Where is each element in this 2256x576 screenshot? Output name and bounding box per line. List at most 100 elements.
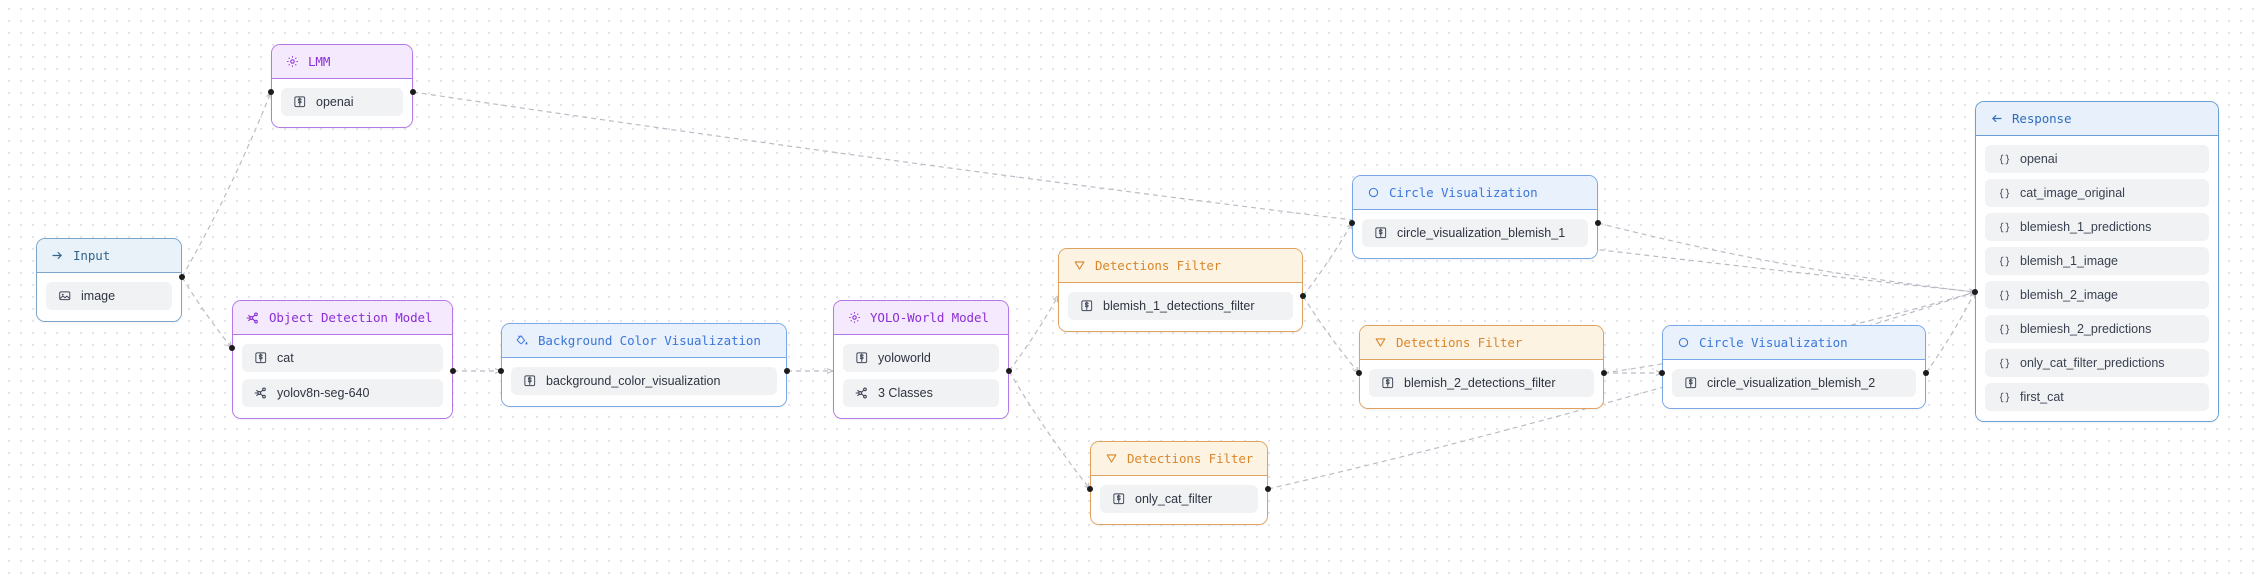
port-onlycat-out[interactable] — [1265, 486, 1271, 492]
node-field[interactable]: circle_visualization_blemish_2 — [1672, 369, 1916, 397]
port-response-in[interactable] — [1972, 289, 1978, 295]
node-title-detections-filter-blemish-1: Detections Filter — [1095, 258, 1222, 273]
edge-input-to-lmm — [181, 92, 271, 278]
node-lmm[interactable]: LMM openai — [271, 44, 413, 128]
node-header-lmm: LMM — [272, 45, 412, 79]
node-detections-filter-blemish-2[interactable]: Detections Filter blemish_2_detections_fi… — [1359, 325, 1604, 409]
response-item[interactable]: blemiesh_1_predictions — [1985, 213, 2209, 241]
braces-icon — [1997, 288, 2011, 302]
port-circle2-out[interactable] — [1923, 370, 1929, 376]
port-lmm-out[interactable] — [410, 89, 416, 95]
node-field-label: yolov8n-seg-640 — [277, 386, 370, 400]
node-title-circle-visualization-blemish-1: Circle Visualization — [1389, 185, 1538, 200]
port-circle2-in[interactable] — [1659, 370, 1665, 376]
node-header-circle-visualization-blemish-1: Circle Visualization — [1353, 176, 1597, 210]
node-input[interactable]: Input image — [36, 238, 182, 322]
response-item[interactable]: only_cat_filter_predictions — [1985, 349, 2209, 377]
response-item[interactable]: first_cat — [1985, 383, 2209, 411]
response-item-label: only_cat_filter_predictions — [2020, 356, 2165, 370]
node-body-circle-visualization-blemish-2: circle_visualization_blemish_2 — [1663, 360, 1925, 408]
node-body-detections-filter-blemish-1: blemish_1_detections_filter — [1059, 283, 1302, 331]
node-header-input: Input — [37, 239, 181, 273]
port-objectdetection-in[interactable] — [229, 345, 235, 351]
node-detections-filter-blemish-1[interactable]: Detections Filter blemish_1_detections_fi… — [1058, 248, 1303, 332]
node-header-object-detection-model: Object Detection Model — [233, 301, 452, 335]
node-body-circle-visualization-blemish-1: circle_visualization_blemish_1 — [1353, 210, 1597, 258]
response-item[interactable]: blemish_2_image — [1985, 281, 2209, 309]
node-object-detection-model[interactable]: Object Detection Model cat yolov8n-seg-640 — [232, 300, 453, 419]
node-field[interactable]: openai — [281, 88, 403, 116]
response-item-label: blemiesh_2_predictions — [2020, 322, 2152, 336]
string-icon — [1112, 492, 1126, 506]
port-filter2-out[interactable] — [1601, 370, 1607, 376]
node-title-input: Input — [73, 248, 111, 263]
node-header-circle-visualization-blemish-2: Circle Visualization — [1663, 326, 1925, 360]
response-item-label: blemish_1_image — [2020, 254, 2118, 268]
node-field[interactable]: cat — [242, 344, 443, 372]
node-field-label: openai — [316, 95, 354, 109]
braces-icon — [1997, 186, 2011, 200]
node-field-label: only_cat_filter — [1135, 492, 1213, 506]
node-header-background-color-visualization: Background Color Visualization — [502, 324, 786, 358]
port-circle1-out[interactable] — [1595, 220, 1601, 226]
port-filter2-in[interactable] — [1356, 370, 1362, 376]
port-objectdetection-out[interactable] — [450, 368, 456, 374]
arrow-right-icon — [50, 249, 64, 263]
response-item[interactable]: cat_image_original — [1985, 179, 2209, 207]
node-field[interactable]: background_color_visualization — [511, 367, 777, 395]
edge-yolo-to-onlycat — [1008, 370, 1090, 489]
edge-input-to-object-detection — [181, 276, 232, 348]
port-background-out[interactable] — [784, 368, 790, 374]
string-icon — [1381, 376, 1395, 390]
braces-icon — [1997, 220, 2011, 234]
node-field-label: blemish_2_detections_filter — [1404, 376, 1556, 390]
paint-bucket-icon — [515, 334, 529, 348]
port-input-out[interactable] — [179, 274, 185, 280]
node-title-detections-filter-blemish-2: Detections Filter — [1396, 335, 1523, 350]
node-circle-visualization-blemish-2[interactable]: Circle Visualization circle_visualization… — [1662, 325, 1926, 409]
port-lmm-in[interactable] — [268, 89, 274, 95]
braces-icon — [1997, 254, 2011, 268]
port-onlycat-in[interactable] — [1087, 486, 1093, 492]
string-icon — [1080, 299, 1094, 313]
response-item[interactable]: openai — [1985, 145, 2209, 173]
node-detections-filter-only-cat[interactable]: Detections Filter only_cat_filter — [1090, 441, 1268, 525]
node-response[interactable]: Response openai cat_image_original blemiesh… — [1975, 101, 2219, 422]
node-field[interactable]: yoloworld — [843, 344, 999, 372]
node-field[interactable]: 3 Classes — [843, 379, 999, 407]
filter-icon — [1072, 259, 1086, 273]
model-icon — [855, 386, 869, 400]
node-body-object-detection-model: cat yolov8n-seg-640 — [233, 335, 452, 418]
node-header-response: Response — [1976, 102, 2218, 136]
circle-icon — [1676, 336, 1690, 350]
braces-icon — [1997, 356, 2011, 370]
port-yolo-out[interactable] — [1006, 368, 1012, 374]
node-field[interactable]: blemish_2_detections_filter — [1369, 369, 1594, 397]
node-field[interactable]: yolov8n-seg-640 — [242, 379, 443, 407]
port-circle1-in[interactable] — [1349, 220, 1355, 226]
response-item-label: blemish_2_image — [2020, 288, 2118, 302]
image-icon — [58, 289, 72, 303]
port-filter1-out[interactable] — [1300, 293, 1306, 299]
node-body-background-color-visualization: background_color_visualization — [502, 358, 786, 406]
node-field[interactable]: only_cat_filter — [1100, 485, 1258, 513]
node-title-lmm: LMM — [308, 54, 331, 69]
response-item[interactable]: blemish_1_image — [1985, 247, 2209, 275]
node-field[interactable]: blemish_1_detections_filter — [1068, 292, 1293, 320]
edge-filter1-to-circle1 — [1302, 223, 1352, 297]
string-icon — [254, 351, 268, 365]
node-title-detections-filter-only-cat: Detections Filter — [1127, 451, 1254, 466]
string-icon — [523, 374, 537, 388]
node-field[interactable]: image — [46, 282, 172, 310]
node-circle-visualization-blemish-1[interactable]: Circle Visualization circle_visualization… — [1352, 175, 1598, 259]
port-background-in[interactable] — [498, 368, 504, 374]
response-item[interactable]: blemiesh_2_predictions — [1985, 315, 2209, 343]
filter-icon — [1104, 452, 1118, 466]
response-item-label: blemiesh_1_predictions — [2020, 220, 2152, 234]
node-field[interactable]: circle_visualization_blemish_1 — [1362, 219, 1588, 247]
model-icon — [246, 311, 260, 325]
node-field-label: image — [81, 289, 116, 303]
node-background-color-visualization[interactable]: Background Color Visualization background… — [501, 323, 787, 407]
